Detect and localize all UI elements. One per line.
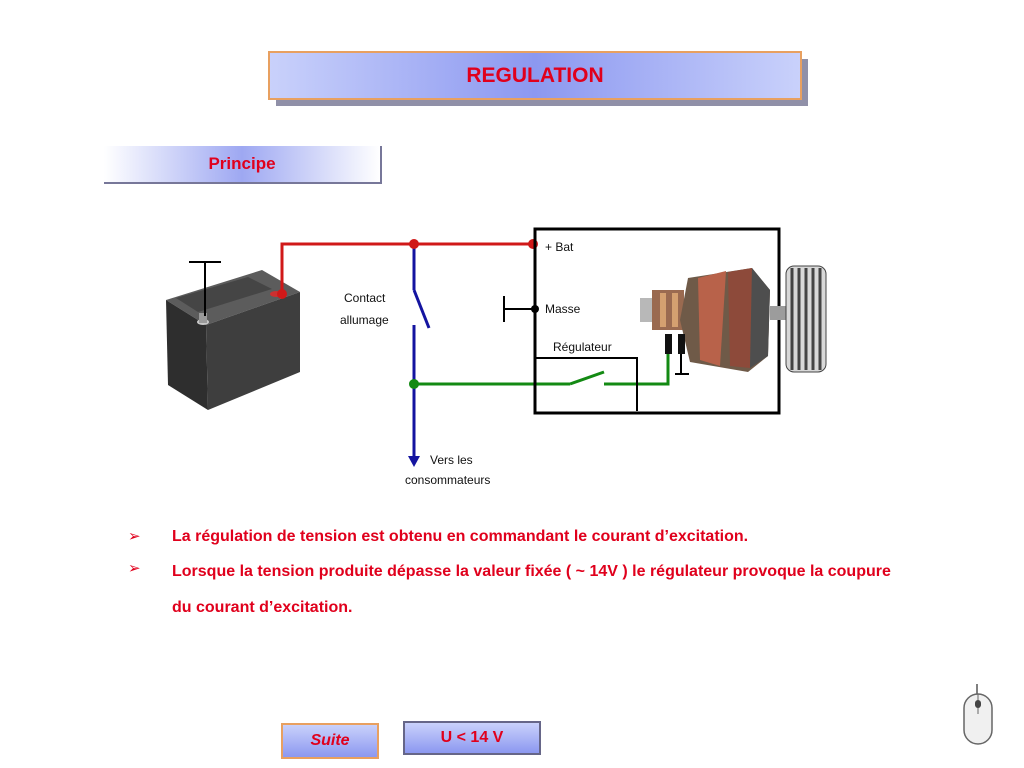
- arrowhead-bullet-icon: ➢: [128, 560, 141, 577]
- regulator-label: Régulateur: [553, 340, 612, 354]
- positive-wire: [280, 242, 533, 294]
- slide-title: REGULATION: [268, 51, 802, 100]
- consumers-label-line2: consommateurs: [405, 473, 490, 487]
- brushes: [665, 334, 689, 375]
- battery-ground-symbol: [189, 261, 221, 316]
- consumers-label-line1: Vers les: [430, 453, 473, 467]
- rotor-image: [640, 268, 792, 372]
- contact-label-line1: Contact: [344, 291, 386, 305]
- bullet-text-1: La régulation de tension est obtenu en c…: [172, 528, 749, 545]
- bat-label: + Bat: [545, 240, 574, 254]
- masse-label: Masse: [545, 302, 581, 316]
- bullet-item-1: ➢ La régulation de tension est obtenu en…: [128, 522, 1008, 552]
- bullet-text-2: Lorsque la tension produite dépasse la v…: [172, 563, 891, 616]
- excitation-wire: [414, 354, 670, 386]
- ignition-switch: [412, 289, 431, 384]
- pulley-image: [785, 265, 827, 373]
- slide-title-text: REGULATION: [466, 63, 604, 87]
- suite-button[interactable]: Suite: [281, 723, 379, 759]
- suite-button-label: Suite: [310, 732, 350, 749]
- u-less-14v-button[interactable]: U < 14 V: [403, 721, 541, 755]
- section-header-text: Principe: [208, 154, 276, 173]
- section-header: Principe: [104, 146, 382, 184]
- masse-ground-symbol: [503, 296, 535, 322]
- battery-image: [166, 270, 300, 410]
- bullet-item-2: ➢ Lorsque la tension produite dépasse la…: [128, 554, 1008, 626]
- contact-junction-node: [409, 239, 419, 249]
- consumer-arrow-icon: [408, 456, 420, 467]
- alternator-housing: [533, 227, 781, 415]
- mouse-icon[interactable]: [960, 684, 996, 748]
- excitation-junction-node: [409, 379, 419, 389]
- contact-label-line2: allumage: [340, 313, 389, 327]
- battery-positive-node: [277, 289, 287, 299]
- regulator-block: [535, 357, 638, 411]
- bullet-list: ➢ La régulation de tension est obtenu en…: [128, 522, 1008, 626]
- arrowhead-bullet-icon: ➢: [128, 528, 141, 545]
- u-less-14v-button-label: U < 14 V: [440, 729, 504, 746]
- masse-node: [531, 305, 539, 313]
